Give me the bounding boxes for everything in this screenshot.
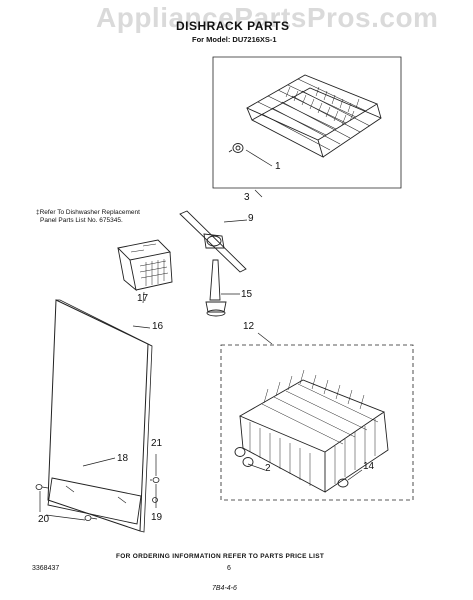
trim-strip (47, 477, 142, 525)
callout-17: 17 (137, 293, 149, 304)
callout-2: 2 (265, 463, 271, 474)
screws-20 (35, 484, 98, 521)
callout-9: 9 (248, 213, 254, 224)
leader-18 (82, 457, 116, 467)
spray-tube (205, 259, 227, 317)
lower-rollers (234, 447, 349, 488)
callout-19: 19 (151, 512, 163, 523)
lower-rack (238, 369, 389, 493)
callout-20: 20 (38, 514, 50, 525)
callout-21: 21 (151, 438, 163, 449)
upper-rack (246, 74, 382, 158)
page-number: 6 (227, 565, 231, 572)
callout-3: 3 (244, 192, 250, 203)
leader-20 (39, 491, 86, 521)
lower-rack-box (220, 344, 414, 501)
leader-16 (132, 325, 151, 329)
model-line: For Model: DU7216XS-1 (192, 35, 277, 44)
revision-stamp: 7B4-4-6 (212, 585, 237, 592)
note-line-1: ‡Refer To Dishwasher Replacement (36, 209, 140, 216)
leader-9 (223, 219, 248, 223)
leader-14 (347, 469, 363, 481)
callout-15: 15 (241, 289, 253, 300)
callout-18: 18 (117, 453, 129, 464)
page-title: DISHRACK PARTS (176, 19, 290, 33)
leader-1 (245, 149, 273, 167)
silverware-basket (117, 239, 173, 292)
leader-3 (254, 189, 263, 198)
fastener-19-21 (150, 477, 160, 503)
callout-14: 14 (363, 461, 375, 472)
leader-12 (257, 332, 273, 345)
callout-1: 1 (275, 161, 281, 172)
leader-2 (247, 463, 266, 471)
door-panel (47, 299, 153, 533)
callout-16: 16 (152, 321, 164, 332)
callout-12: 12 (243, 321, 255, 332)
spray-arm (179, 210, 247, 273)
leader-17 (142, 291, 145, 304)
note-line-2: Panel Parts List No. 675345. (40, 217, 123, 224)
ordering-info: FOR ORDERING INFORMATION REFER TO PARTS … (116, 553, 325, 560)
document-number: 3368437 (32, 565, 60, 572)
upper-rack-box (212, 56, 402, 189)
upper-roller (228, 143, 244, 153)
watermark: AppliancePartsPros.com (96, 2, 439, 33)
